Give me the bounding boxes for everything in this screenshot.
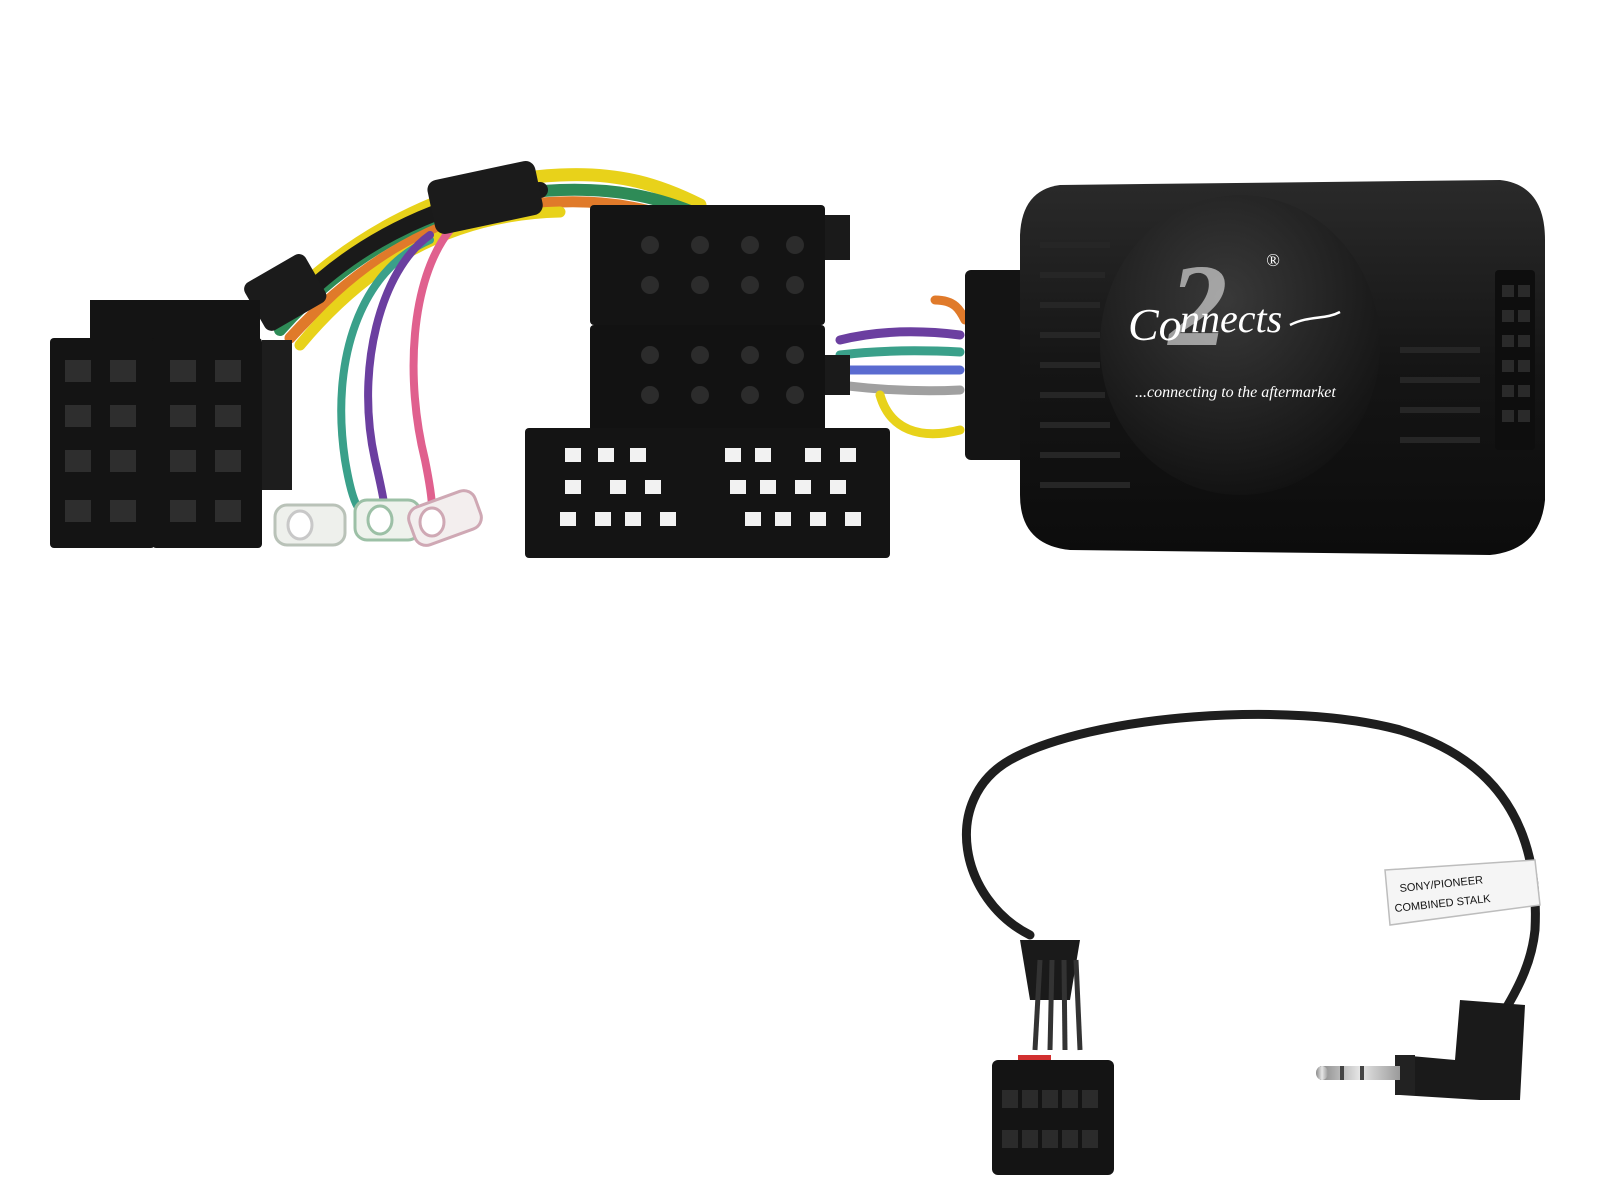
- brand-tagline: ...connecting to the aftermarket: [1135, 384, 1336, 401]
- loom-tape: [244, 161, 543, 331]
- iso-connector-icon: [50, 300, 292, 548]
- patch-lead: SONY/PIONEER COMBINED STALK: [962, 709, 1541, 1175]
- patch-lead-label: SONY/PIONEER COMBINED STALK: [1384, 859, 1541, 926]
- quadlock-connector-icon: [525, 205, 890, 558]
- brand-text-part1: Co: [1128, 299, 1182, 350]
- spade-terminals: [273, 489, 483, 547]
- interface-module-icon: 2 Co nnects ® ...connecting to the after…: [965, 180, 1545, 555]
- wire-loom: [263, 168, 970, 516]
- registered-mark: ®: [1266, 250, 1280, 270]
- multi-pin-plug: [992, 940, 1114, 1175]
- brand-text-part2: nnects: [1180, 296, 1282, 341]
- brand-number: 2: [1167, 240, 1228, 371]
- brand-logo: 2 Co nnects ® ...connecting to the after…: [1128, 240, 1341, 401]
- jack-plug-icon: [1316, 1000, 1525, 1100]
